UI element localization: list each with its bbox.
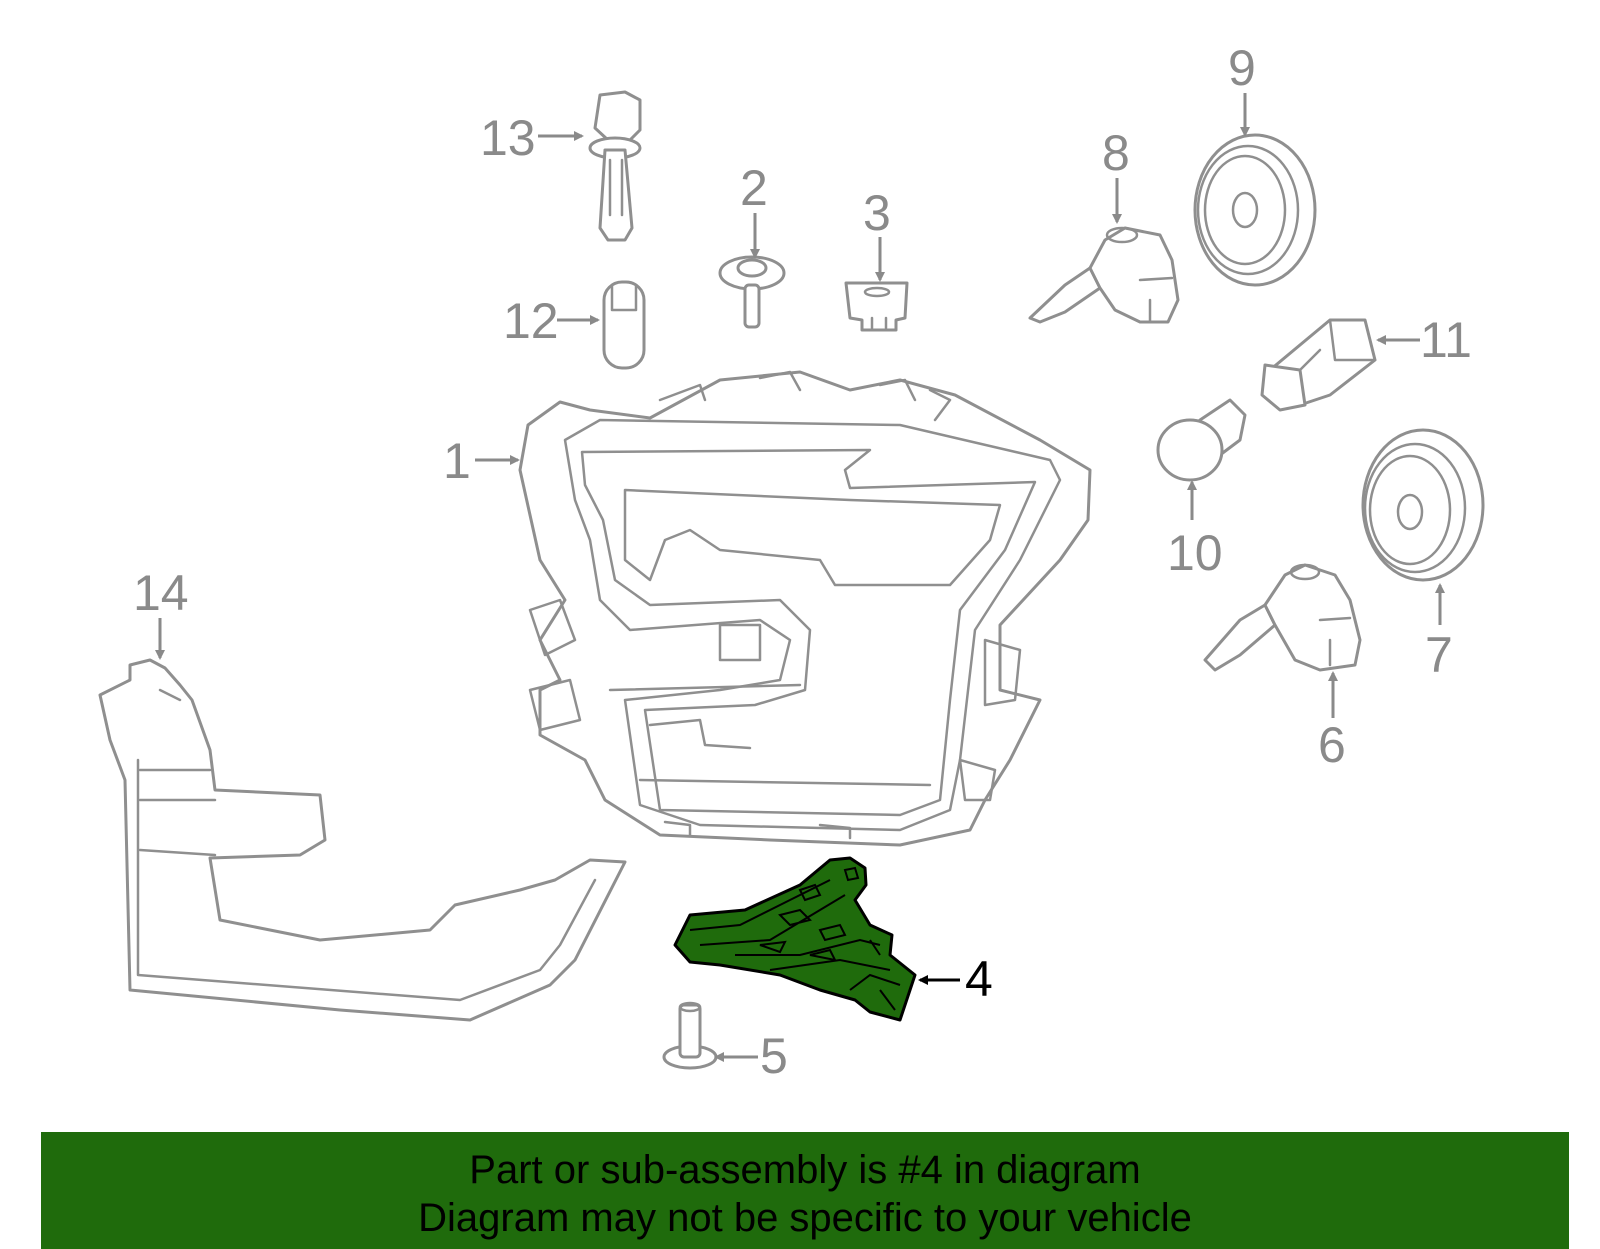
callout-14: 14 [133, 565, 189, 621]
socket-part-13 [588, 90, 642, 242]
push-pin-part [718, 255, 786, 329]
bulb-part-12 [602, 280, 646, 370]
callout-6: 6 [1318, 717, 1346, 773]
bulb-part-6 [1203, 563, 1362, 672]
headlamp-assembly-part [518, 370, 1092, 847]
callout-2: 2 [740, 160, 768, 216]
callout-13: 13 [480, 110, 536, 166]
callout-1: 1 [443, 433, 471, 489]
screw-part [662, 1001, 718, 1070]
parts-diagram: 1 2 3 4 5 6 7 8 9 10 11 12 13 14 [98, 40, 1485, 1084]
info-banner: Part or sub-assembly is #4 in diagram Di… [41, 1132, 1569, 1249]
callout-7: 7 [1425, 627, 1453, 683]
callout-labels: 1 2 3 4 5 6 7 8 9 10 11 12 13 14 [133, 40, 1472, 1084]
banner-line-part-number: Part or sub-assembly is #4 in diagram [469, 1148, 1141, 1192]
callout-11: 11 [1420, 312, 1472, 368]
banner-line-disclaimer: Diagram may not be specific to your vehi… [418, 1196, 1192, 1240]
leader-arrows [155, 93, 1445, 1062]
bumper-bracket-part-14 [98, 658, 627, 1022]
bracket-part-highlighted [673, 856, 917, 1022]
callout-10: 10 [1167, 525, 1223, 581]
callout-8: 8 [1102, 125, 1130, 181]
callout-9: 9 [1228, 40, 1256, 96]
dust-cap-part-9 [1193, 133, 1317, 287]
bulb-part-10 [1156, 398, 1247, 482]
dust-cap-part-7 [1361, 428, 1485, 582]
clip-part [844, 281, 909, 332]
callout-12: 12 [503, 293, 559, 349]
callout-3: 3 [863, 185, 891, 241]
socket-part-11 [1260, 318, 1377, 412]
callout-4-highlighted: 4 [965, 951, 993, 1007]
bulb-part-8 [1028, 226, 1180, 324]
callout-5: 5 [760, 1028, 788, 1084]
